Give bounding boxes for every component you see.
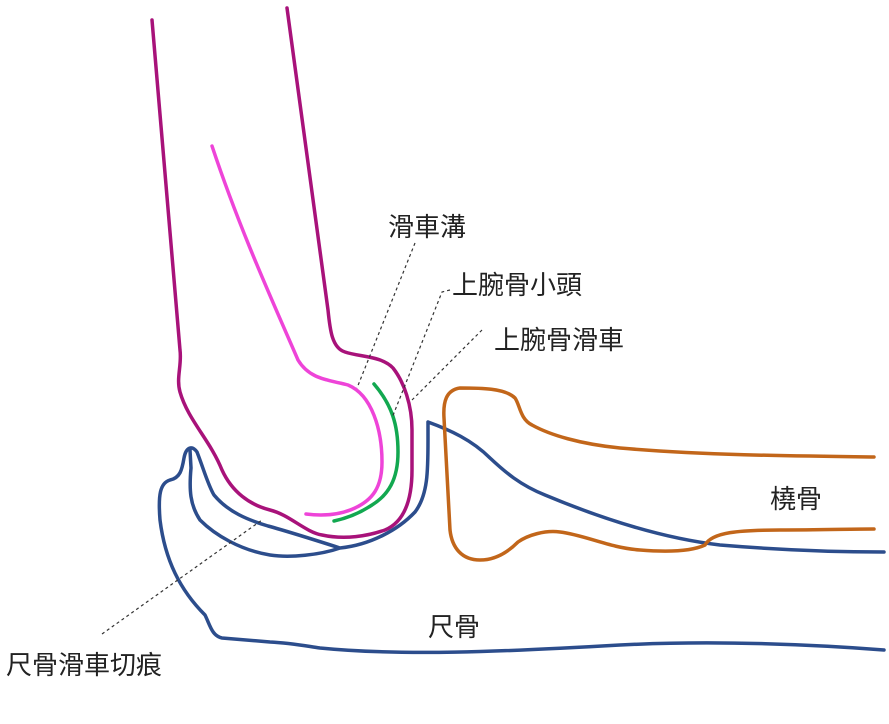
label-radius: 橈骨 [770, 485, 822, 515]
humerus-outline [150, 6, 414, 540]
ulna-outline [157, 420, 886, 655]
label-ulna: 尺骨 [428, 613, 480, 643]
label-trochlear-notch: 尺骨滑車切痕 [6, 651, 162, 681]
label-trochlear-groove: 滑車溝 [388, 213, 466, 243]
leader-trochlear-groove [356, 242, 416, 389]
leader-trochlea [411, 329, 483, 401]
leader-trochlear-notch [101, 519, 263, 635]
radius-outline [442, 386, 876, 562]
label-capitulum: 上腕骨小頭 [452, 271, 582, 301]
label-trochlea: 上腕骨滑車 [494, 326, 624, 356]
trochlear-groove-line [210, 144, 384, 517]
capitulum-line [332, 382, 400, 523]
leader-capitulum [391, 289, 451, 419]
